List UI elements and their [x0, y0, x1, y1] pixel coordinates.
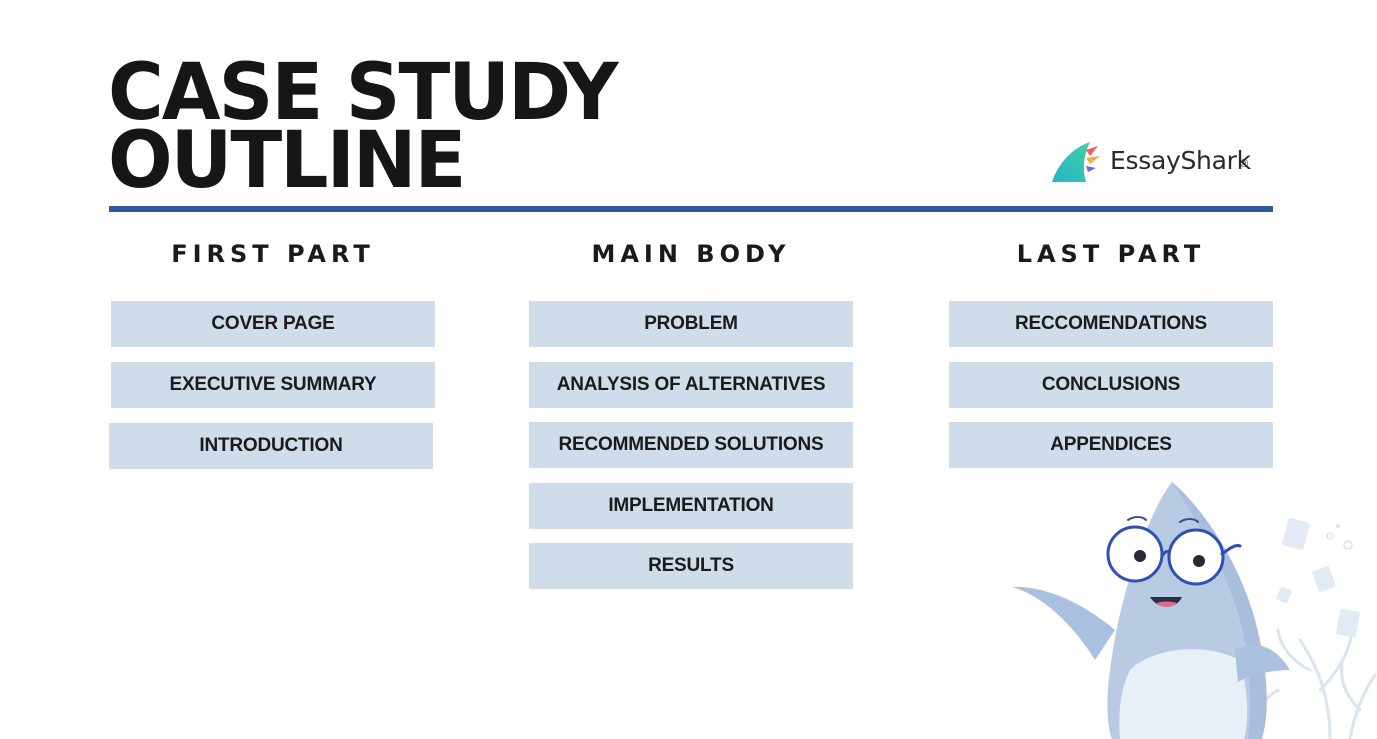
- column-heading-main-body: MAIN BODY: [591, 240, 791, 268]
- column-heading-first-part: FIRST PART: [171, 240, 375, 268]
- outline-item: EXECUTIVE SUMMARY: [111, 362, 435, 408]
- essayshark-logo: EssayShark ®: [1050, 140, 1260, 184]
- column-heading-last-part: LAST PART: [1016, 240, 1206, 268]
- outline-item: COVER PAGE: [111, 301, 435, 347]
- logo-text: EssayShark: [1110, 146, 1251, 175]
- page-title: CASE STUDY OUTLINE: [108, 45, 619, 206]
- title-line-1: CASE STUDY: [108, 45, 619, 138]
- title-divider: [109, 206, 1273, 212]
- outline-item: ANALYSIS OF ALTERNATIVES: [529, 362, 853, 408]
- outline-item: APPENDICES: [949, 422, 1273, 468]
- shark-mascot-icon: [1012, 482, 1377, 739]
- outline-item: RECCOMENDATIONS: [949, 301, 1273, 347]
- outline-item: CONCLUSIONS: [949, 362, 1273, 408]
- title-line-2: OUTLINE: [108, 113, 466, 206]
- essayshark-logo-icon: [1052, 142, 1100, 182]
- outline-item: IMPLEMENTATION: [529, 483, 853, 529]
- outline-item: RESULTS: [529, 543, 853, 589]
- outline-item: RECOMMENDED SOLUTIONS: [529, 422, 853, 468]
- outline-item: PROBLEM: [529, 301, 853, 347]
- outline-item: INTRODUCTION: [109, 423, 433, 469]
- logo-registered-mark: ®: [1240, 158, 1249, 170]
